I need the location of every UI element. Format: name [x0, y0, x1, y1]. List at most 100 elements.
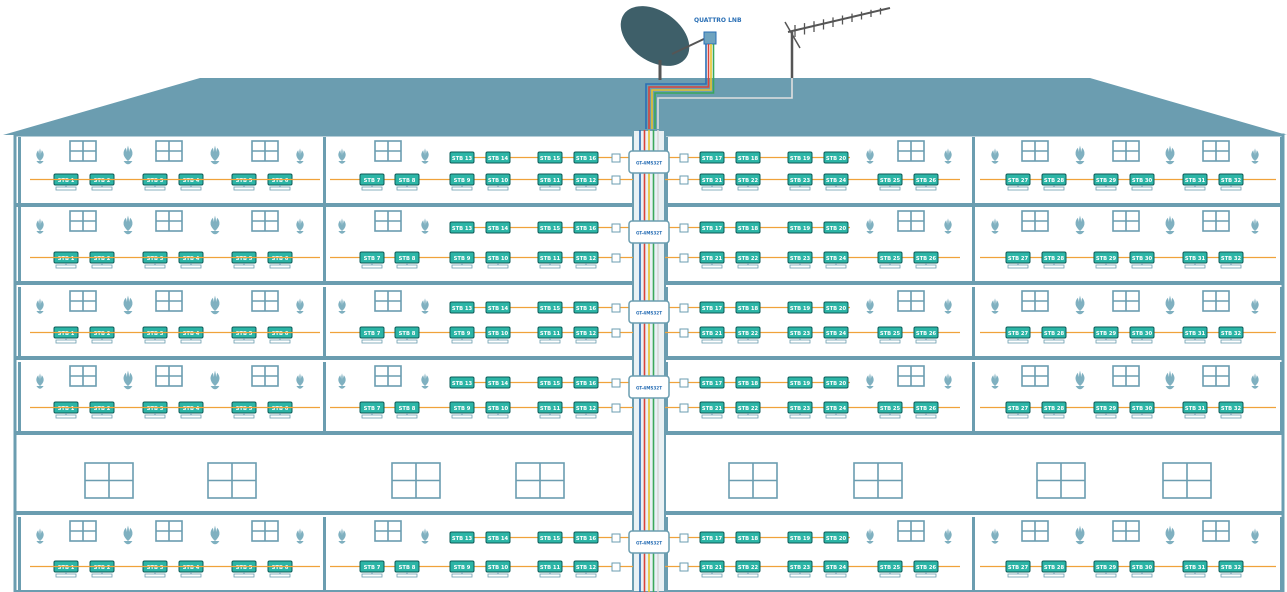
stb-box: [699, 221, 725, 234]
stb-18: STB 18: [735, 376, 761, 389]
tv-stand-icon: [233, 264, 255, 269]
plant-icon: [123, 370, 133, 390]
plant-leaf: [1165, 527, 1170, 541]
plant-icon: [1075, 215, 1085, 235]
splitter-icon: [679, 328, 689, 338]
plant-leaf: [1168, 215, 1172, 231]
tv-stand-icon: [1095, 186, 1117, 191]
stb-14: STB 14: [485, 376, 511, 389]
plant-icon: [1251, 528, 1259, 544]
stb-4: STB 4: [178, 560, 204, 578]
room-wall: [972, 362, 975, 433]
stb-label: STB 27: [1008, 331, 1029, 337]
plant-icon: [421, 298, 429, 314]
plant-pot: [1251, 161, 1259, 164]
plant-icon: [944, 148, 952, 164]
stb-18: STB 18: [735, 221, 761, 234]
splitter-icon: [611, 303, 621, 313]
plant-pot: [866, 311, 874, 314]
tv-stand-icon: [1220, 264, 1242, 269]
room-wall: [1280, 137, 1283, 205]
lnb-cable: [654, 44, 715, 130]
stb-label: STB 21: [702, 565, 723, 571]
plant-pot: [1165, 161, 1175, 165]
stb-19: STB 19: [787, 221, 813, 234]
stb-label: STB 23: [790, 178, 811, 184]
room-wall: [18, 362, 21, 433]
plant-leaf: [994, 218, 996, 231]
stb-label: STB 32: [1221, 565, 1242, 571]
splitter-icon: [679, 253, 689, 263]
stb-box: [537, 531, 563, 544]
plant-leaf: [39, 148, 41, 161]
room-wall: [323, 137, 326, 205]
plant-leaf: [40, 300, 44, 311]
tv-stand-icon: [180, 573, 202, 578]
stb-label: STB 2: [94, 565, 111, 571]
plant-leaf: [40, 530, 44, 541]
tv-stand-icon: [1007, 264, 1029, 269]
plant-icon: [338, 148, 346, 164]
stb-box: [573, 531, 599, 544]
stb-5: STB 5: [231, 251, 257, 269]
stb-14: STB 14: [485, 151, 511, 164]
stb-label: STB 29: [1096, 178, 1117, 184]
plant-leaf: [1251, 150, 1255, 161]
plant-icon: [296, 298, 304, 314]
stb-label: STB 7: [364, 565, 381, 571]
plant-pot: [1165, 541, 1175, 545]
tv-stand-icon: [825, 573, 847, 578]
tv-stand-icon: [825, 339, 847, 344]
stb-label: STB 32: [1221, 256, 1242, 262]
plant-pot: [1251, 231, 1259, 234]
tv-stand-icon: [1184, 339, 1206, 344]
plant-leaf: [1255, 375, 1259, 386]
plant-icon: [1165, 295, 1175, 315]
stb-12: STB 12: [573, 251, 599, 269]
plant-leaf: [421, 150, 425, 161]
stb-label: STB 21: [702, 331, 723, 337]
stb-2: STB 2: [89, 251, 115, 269]
stb-22: STB 22: [735, 401, 761, 419]
stb-label: STB 30: [1132, 565, 1153, 571]
plant-leaf: [869, 373, 871, 386]
stb-box: [485, 531, 511, 544]
stb-label: STB 23: [790, 331, 811, 337]
plant-leaf: [944, 300, 948, 311]
tv-stand-icon: [487, 414, 509, 419]
plant-icon: [210, 145, 220, 165]
stb-box: [735, 151, 761, 164]
stb-label: STB 12: [576, 178, 597, 184]
stb-label: STB 26: [916, 178, 937, 184]
stb-7: STB 7: [359, 401, 385, 419]
plant-icon: [296, 528, 304, 544]
stb-label: STB 2: [94, 256, 111, 262]
plant-leaf: [1254, 528, 1256, 541]
window-icon: [897, 140, 925, 162]
plant-leaf: [869, 148, 871, 161]
stb-box: [823, 151, 849, 164]
plant-leaf: [870, 375, 874, 386]
plant-icon: [866, 148, 874, 164]
stb-label: STB 27: [1008, 565, 1029, 571]
window-icon: [251, 365, 279, 387]
stb-label: STB 5: [236, 256, 253, 262]
plant-pot: [944, 311, 952, 314]
tv-stand-icon: [487, 264, 509, 269]
tv-stand-icon: [737, 186, 759, 191]
stb-label: STB 11: [540, 565, 561, 571]
plant-pot: [944, 541, 952, 544]
stb-20: STB 20: [823, 301, 849, 314]
window-icon: [207, 462, 257, 499]
tv-stand-icon: [233, 414, 255, 419]
stb-11: STB 11: [537, 251, 563, 269]
plant-leaf: [424, 373, 426, 386]
tv-stand-icon: [451, 264, 473, 269]
stb-30: STB 30: [1129, 251, 1155, 269]
stb-label: STB 5: [236, 331, 253, 337]
tv-stand-icon: [55, 186, 77, 191]
tv-stand-icon: [701, 186, 723, 191]
tv-stand-icon: [451, 414, 473, 419]
stb-label: STB 19: [790, 226, 811, 232]
stb-label: STB 12: [576, 256, 597, 262]
